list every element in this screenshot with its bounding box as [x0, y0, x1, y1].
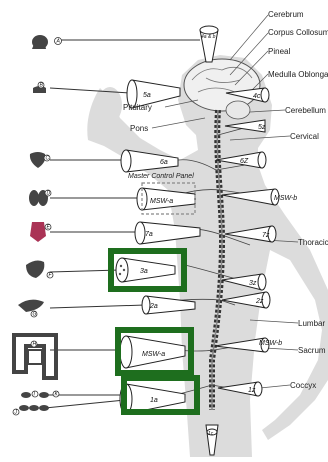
svg-text:3z: 3z — [249, 280, 257, 287]
label-pituitary: Pituitary — [123, 103, 152, 112]
svg-text:1a: 1a — [150, 397, 158, 404]
svg-text:5z: 5z — [258, 124, 266, 131]
organ-icons: A B C D E F G H I J K — [13, 35, 62, 416]
label-cerebellum: Cerebellum — [285, 106, 326, 115]
label-cerebrum: Cerebrum — [268, 10, 304, 19]
svg-text:MSW-a: MSW-a — [150, 198, 173, 205]
svg-text:4c: 4c — [253, 93, 261, 100]
svg-text:2z: 2z — [255, 298, 264, 305]
svg-text:A: A — [56, 39, 61, 45]
head-organ-icon: A — [32, 35, 62, 49]
svg-text:1z: 1z — [248, 387, 256, 394]
reproductive-organ-icon: J — [13, 405, 49, 416]
svg-text:7a: 7a — [145, 231, 153, 238]
label-lumbar: Lumbar — [298, 319, 325, 328]
label-corpus-collosum: Corpus Collosum — [268, 28, 328, 37]
svg-text:MSW-a: MSW-a — [142, 351, 165, 358]
svg-text:3a: 3a — [140, 268, 148, 275]
label-master-control-panel: Master Control Panel — [128, 172, 194, 181]
label-coccyx: Coccyx — [290, 381, 316, 390]
label-cervical: Cervical — [290, 132, 319, 141]
pancreas-organ-icon: G — [18, 300, 44, 318]
svg-text:4a & b: 4a & b — [201, 34, 216, 40]
svg-text:5a: 5a — [143, 92, 151, 99]
label-pons: Pons — [130, 124, 148, 133]
svg-text:H: H — [33, 342, 37, 348]
label-thoracic: Thoracic — [298, 238, 328, 247]
cone-msw-a-lower: MSW-a — [120, 336, 185, 368]
heart-organ-icon: E — [30, 222, 51, 242]
svg-text:J: J — [14, 410, 18, 416]
gonads-organ-icon: K — [53, 391, 59, 398]
intestines-organ-icon: H — [14, 335, 56, 378]
svg-text:MSW-b: MSW-b — [274, 195, 297, 202]
svg-text:D: D — [47, 191, 51, 197]
gland-organ-icon: B — [33, 82, 46, 93]
svg-text:6a: 6a — [160, 159, 168, 166]
label-pineal: Pineal — [268, 47, 290, 56]
svg-text:C: C — [46, 156, 50, 162]
svg-text:2a: 2a — [149, 303, 158, 310]
svg-text:1c: 1c — [208, 431, 214, 437]
svg-text:7z: 7z — [262, 232, 270, 239]
thyroid-organ-icon: C — [30, 152, 50, 168]
lungs-organ-icon: D — [29, 190, 51, 206]
cone-3a: 3a — [116, 258, 175, 282]
liver-organ-icon: F — [26, 261, 53, 279]
svg-text:6Z: 6Z — [240, 158, 249, 165]
svg-text:G: G — [33, 312, 37, 318]
kidneys-organ-icon: I — [21, 391, 49, 398]
label-sacrum: Sacrum — [298, 346, 326, 355]
label-medulla-oblongata: Medulla Oblongata — [268, 70, 328, 79]
svg-text:MSW-b: MSW-b — [259, 340, 282, 347]
